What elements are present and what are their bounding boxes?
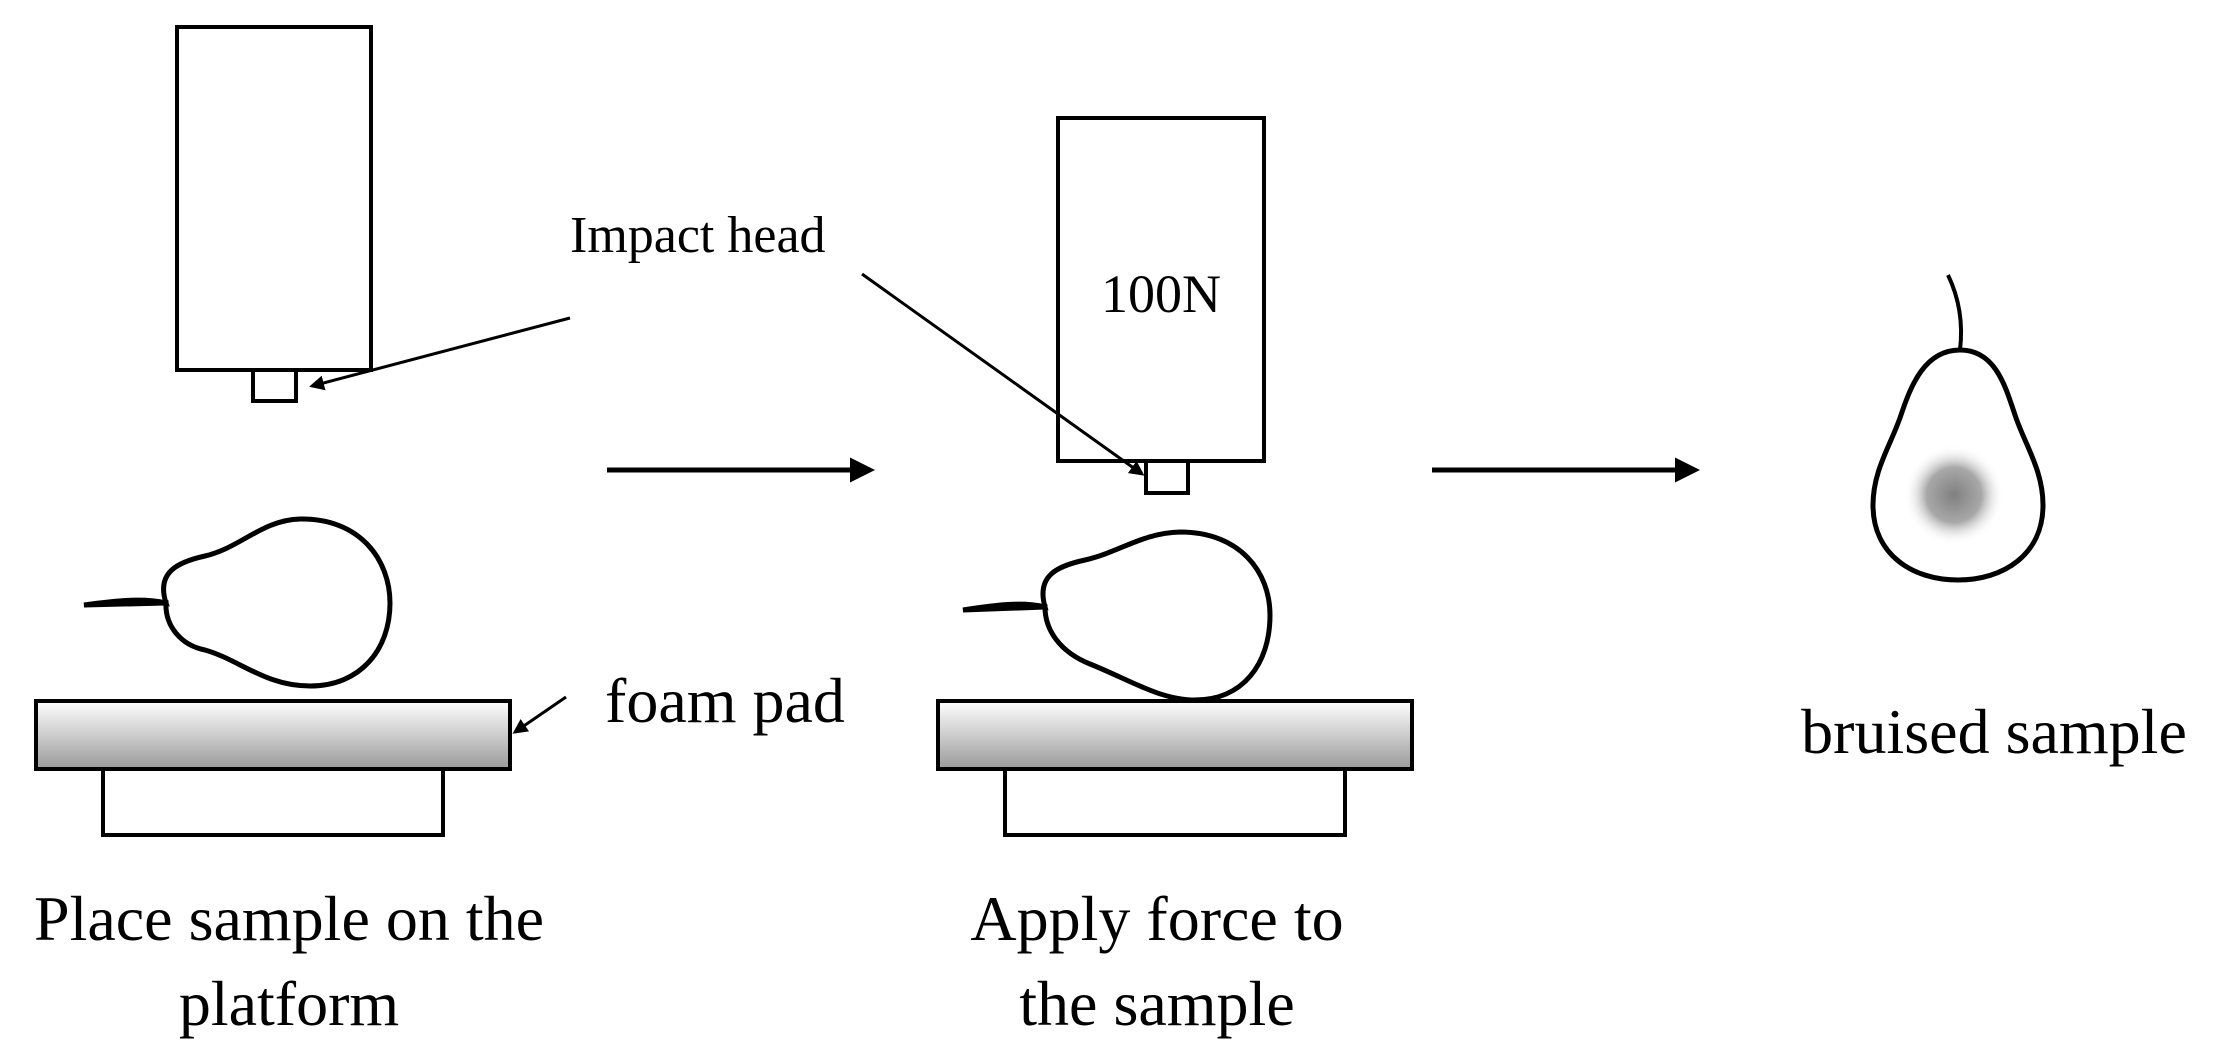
foam-pad-1	[34, 699, 512, 771]
impact-head-pointer-2	[861, 272, 1145, 476]
annotations: Impact head foam pad	[309, 207, 1145, 736]
platform-base-2	[1003, 767, 1347, 837]
force-label: 100N	[1101, 264, 1221, 324]
impact-head-label: Impact head	[570, 207, 826, 264]
step-1-label-line-2: platform	[179, 968, 399, 1039]
foam-pad-pointer	[512, 695, 567, 734]
platform-base-1	[101, 767, 445, 837]
impact-head-1	[251, 368, 298, 403]
bruise-spot	[1904, 445, 2004, 545]
impact-head-pointer-1	[309, 316, 571, 391]
stage-2-apply-force: 100N Apply force to the sample	[936, 116, 1414, 1039]
foam-pad-2	[936, 699, 1414, 771]
step-1-label-line-1: Place sample on the	[34, 883, 544, 954]
step-2-label-line-2: the sample	[1019, 968, 1294, 1039]
impact-device-body-1	[175, 25, 373, 372]
impact-head-2	[1144, 459, 1190, 495]
pear-sample-2	[962, 529, 1273, 703]
pear-stem-3	[1946, 274, 1964, 351]
pear-sample-3	[1870, 347, 2046, 583]
bruised-sample-label: bruised sample	[1801, 696, 2187, 767]
step-2-label-line-1: Apply force to	[970, 883, 1343, 954]
pear-sample-1	[83, 516, 393, 689]
foam-pad-label: foam pad	[605, 665, 845, 736]
stage-1-place-sample: Place sample on the platform	[34, 25, 544, 1039]
stage-3-bruised-sample: bruised sample	[1801, 274, 2187, 767]
